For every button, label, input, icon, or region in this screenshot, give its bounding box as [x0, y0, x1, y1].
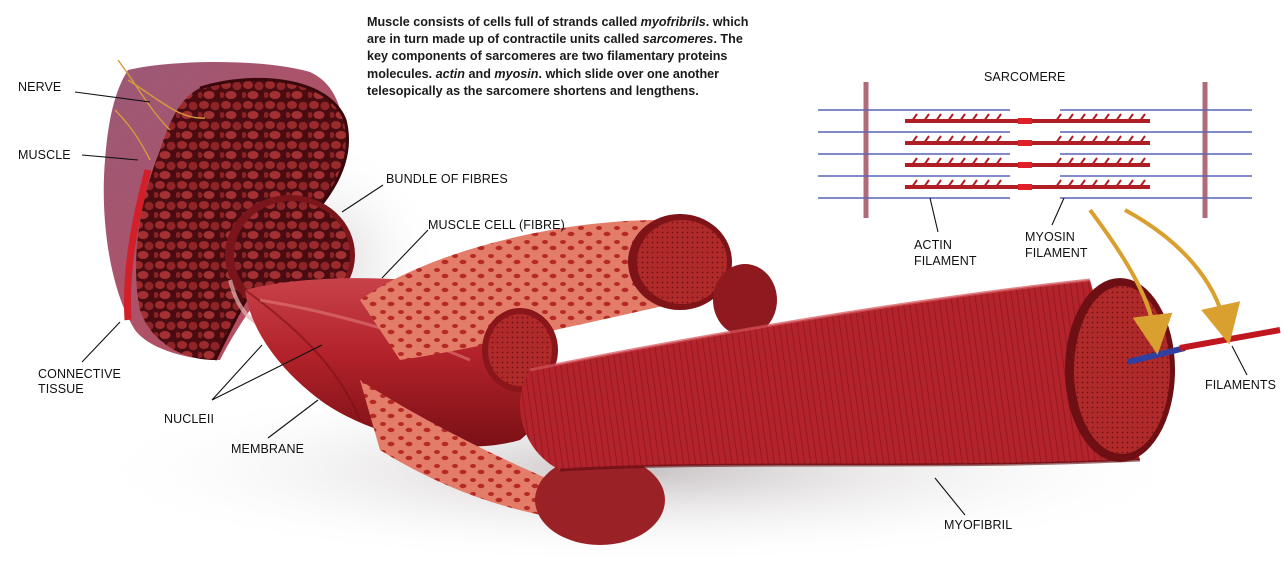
label-nucleii: NUCLEII	[164, 412, 214, 426]
label-muscle: MUSCLE	[18, 148, 71, 162]
caption-line-3: key components of sarcomeres are two fil…	[367, 48, 847, 65]
label-connective-tissue-1: CONNECTIVE	[38, 367, 121, 381]
label-bundle-of-fibres: BUNDLE OF FIBRES	[386, 172, 508, 186]
caption-paragraph: Muscle consists of cells full of strands…	[367, 14, 847, 100]
caption-line-5: telesopically as the sarcomere shortens …	[367, 83, 847, 100]
caption-line-2: are in turn made up of contractile units…	[367, 31, 847, 48]
caption-line-1: Muscle consists of cells full of strands…	[367, 14, 847, 31]
label-nerve: NERVE	[18, 80, 61, 94]
label-filaments: FILAMENTS	[1205, 378, 1276, 392]
sarcomere-diagram	[818, 82, 1252, 218]
label-actin-filament-1: ACTIN	[914, 238, 952, 252]
label-membrane: MEMBRANE	[231, 442, 304, 456]
label-actin-filament-2: FILAMENT	[914, 254, 977, 268]
m-line	[1018, 162, 1032, 168]
m-line	[1018, 140, 1032, 146]
caption-line-4: molecules. actin and myosin. which slide…	[367, 66, 847, 83]
label-myofibril: MYOFIBRIL	[944, 518, 1012, 532]
label-myosin-filament-2: FILAMENT	[1025, 246, 1088, 260]
label-muscle-cell: MUSCLE CELL (FIBRE)	[428, 218, 565, 232]
label-connective-tissue-2: TISSUE	[38, 382, 84, 396]
m-line	[1018, 118, 1032, 124]
m-line	[1018, 184, 1032, 190]
label-sarcomere: SARCOMERE	[984, 70, 1065, 84]
label-myosin-filament-1: MYOSIN	[1025, 230, 1075, 244]
